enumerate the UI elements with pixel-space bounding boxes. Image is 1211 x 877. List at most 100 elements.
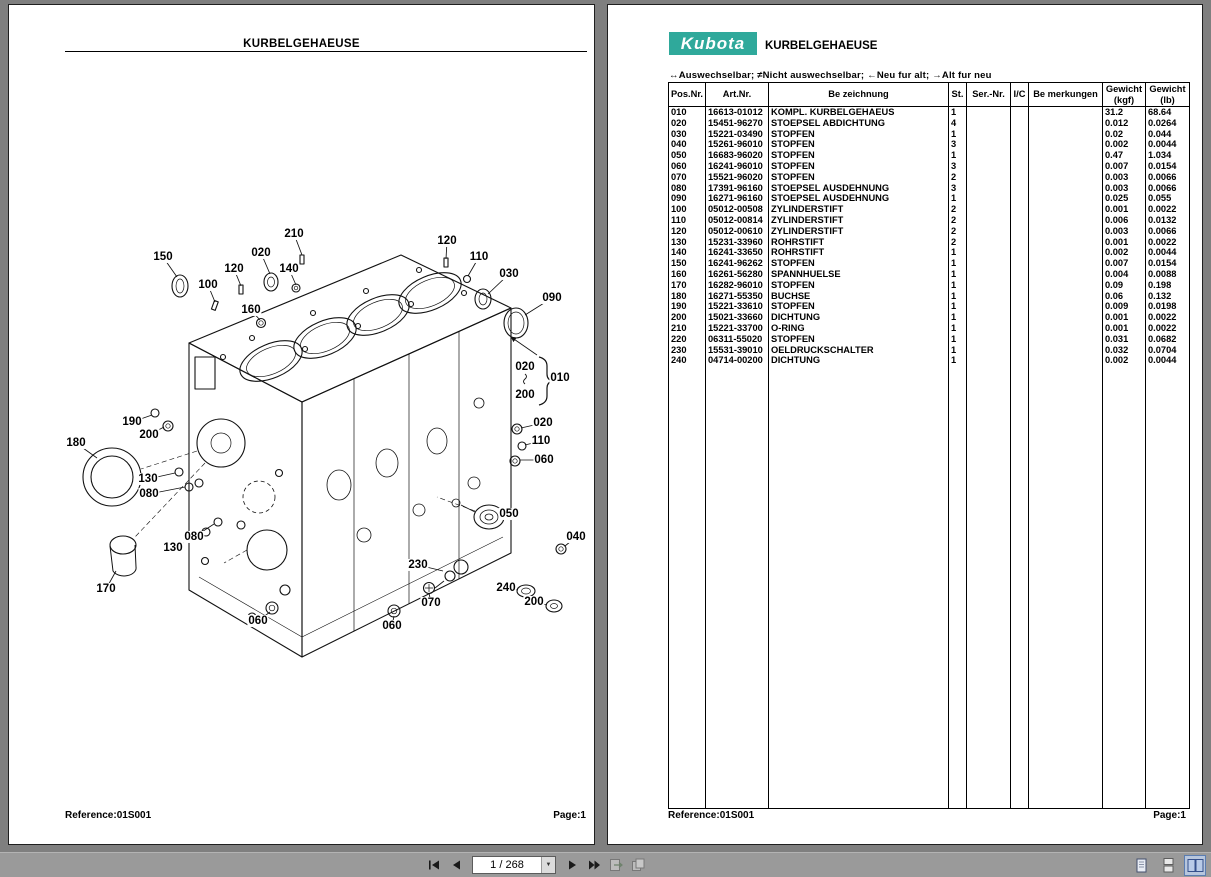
part-cell [966, 322, 1011, 334]
part-cell [1028, 355, 1103, 367]
part-cell [1028, 214, 1103, 226]
part-cell: 100 [671, 204, 687, 215]
part-cell: 15521-96020 [705, 171, 769, 183]
part-cell: 2 [948, 214, 967, 226]
part-cell [1010, 312, 1029, 323]
part-cell [1028, 247, 1103, 259]
part-cell: 15221-33700 [705, 322, 769, 334]
part-cell: 200 [671, 312, 687, 323]
part-cell: 210 [671, 322, 687, 333]
part-cell [1028, 117, 1103, 129]
part-cell: 0.0704 [1145, 344, 1190, 356]
last-page-button[interactable] [585, 856, 604, 875]
part-cell: 1 [948, 322, 967, 334]
previous-page-icon [452, 860, 460, 870]
part-cell: 0.009 [1102, 301, 1146, 313]
column-header: Pos.Nr. [668, 82, 706, 107]
part-cell: 16241-96010 [705, 160, 769, 172]
part-cell [1010, 128, 1029, 140]
part-cell: STOEPSEL AUSDEHNUNG [768, 193, 949, 205]
previous-page-button[interactable] [446, 856, 465, 875]
next-page-button[interactable] [563, 856, 582, 875]
part-cell: 090 [671, 193, 687, 204]
facing-pages-view-button[interactable] [1184, 854, 1206, 876]
duplicate-page-button[interactable] [629, 856, 648, 875]
part-cell: 15231-33960 [705, 236, 769, 248]
part-cell: STOPFEN [768, 150, 949, 161]
part-cell: 0.0154 [1145, 258, 1190, 269]
part-cell: 05012-00508 [705, 204, 769, 215]
part-cell [966, 139, 1011, 151]
part-cell: 140 [671, 247, 687, 258]
continuous-view-button[interactable] [1158, 856, 1178, 875]
single-page-view-button[interactable] [1131, 856, 1151, 875]
page-number-input[interactable] [473, 857, 541, 873]
part-cell [1010, 247, 1029, 259]
part-cell [966, 236, 1011, 248]
snapshot-button[interactable] [607, 856, 626, 875]
part-cell [1010, 322, 1029, 334]
first-page-button[interactable] [424, 856, 443, 875]
part-cell: 16241-96262 [705, 258, 769, 269]
part-cell: 110 [671, 214, 686, 225]
part-cell [966, 355, 1011, 367]
part-cell: STOPFEN [768, 279, 949, 291]
facing-pages-view-icon [1187, 858, 1203, 872]
part-cell [966, 214, 1011, 226]
continuous-view-icon [1163, 857, 1173, 872]
part-cell [966, 290, 1011, 302]
part-cell [1028, 150, 1103, 161]
part-cell: 170 [671, 279, 687, 290]
part-cell: 190 [671, 301, 687, 312]
part-cell: STOPFEN [768, 128, 949, 140]
part-cell [966, 204, 1011, 215]
title-rule [65, 51, 587, 52]
page-number-label: Page:1 [1153, 810, 1186, 821]
next-page-icon [568, 860, 576, 870]
part-cell: SPANNHUELSE [768, 268, 949, 280]
part-cell [966, 301, 1011, 313]
part-cell: 0.0044 [1145, 139, 1190, 151]
part-cell: 0.003 [1102, 171, 1146, 183]
part-cell: 2 [948, 171, 967, 183]
crankcase-exploded-diagram [75, 233, 577, 658]
part-cell: 0.02 [1102, 128, 1146, 140]
part-cell: STOPFEN [768, 160, 949, 172]
part-cell [966, 344, 1011, 356]
part-cell: KOMPL. KURBELGEHAEUS [768, 106, 949, 118]
column-header: St. [948, 82, 967, 107]
part-cell: 1 [948, 258, 967, 269]
document-area[interactable]: KURBELGEHAEUSE [0, 0, 1211, 852]
part-cell [1010, 139, 1029, 151]
part-cell: DICHTUNG [768, 312, 949, 323]
part-cell: 160 [671, 268, 687, 279]
page-dropdown-button[interactable]: ▼ [541, 857, 555, 873]
part-cell [1028, 268, 1103, 280]
part-cell [1028, 344, 1103, 356]
part-cell [1028, 204, 1103, 215]
part-cell [1010, 344, 1029, 356]
part-cell: 0.0022 [1145, 312, 1190, 323]
part-cell [966, 160, 1011, 172]
part-cell [1028, 279, 1103, 291]
part-cell: O-RING [768, 322, 949, 334]
part-cell: 1 [948, 268, 967, 280]
part-cell: 0.002 [1102, 247, 1146, 259]
part-cell [1010, 258, 1029, 269]
part-cell: 1 [948, 106, 967, 118]
part-cell: 220 [671, 333, 687, 344]
part-cell [1028, 171, 1103, 183]
column-header: Gewicht (lb) [1145, 82, 1190, 107]
part-cell: 2 [948, 225, 967, 237]
part-cell [1028, 128, 1103, 140]
part-cell: 1 [948, 279, 967, 291]
part-cell: 16613-01012 [705, 106, 769, 118]
diagram-page-title: KURBELGEHAEUSE [243, 38, 360, 50]
part-cell: 17391-96160 [705, 182, 769, 194]
part-cell: 080 [671, 182, 687, 193]
part-cell: BUCHSE [768, 290, 949, 302]
part-cell [1010, 236, 1029, 248]
